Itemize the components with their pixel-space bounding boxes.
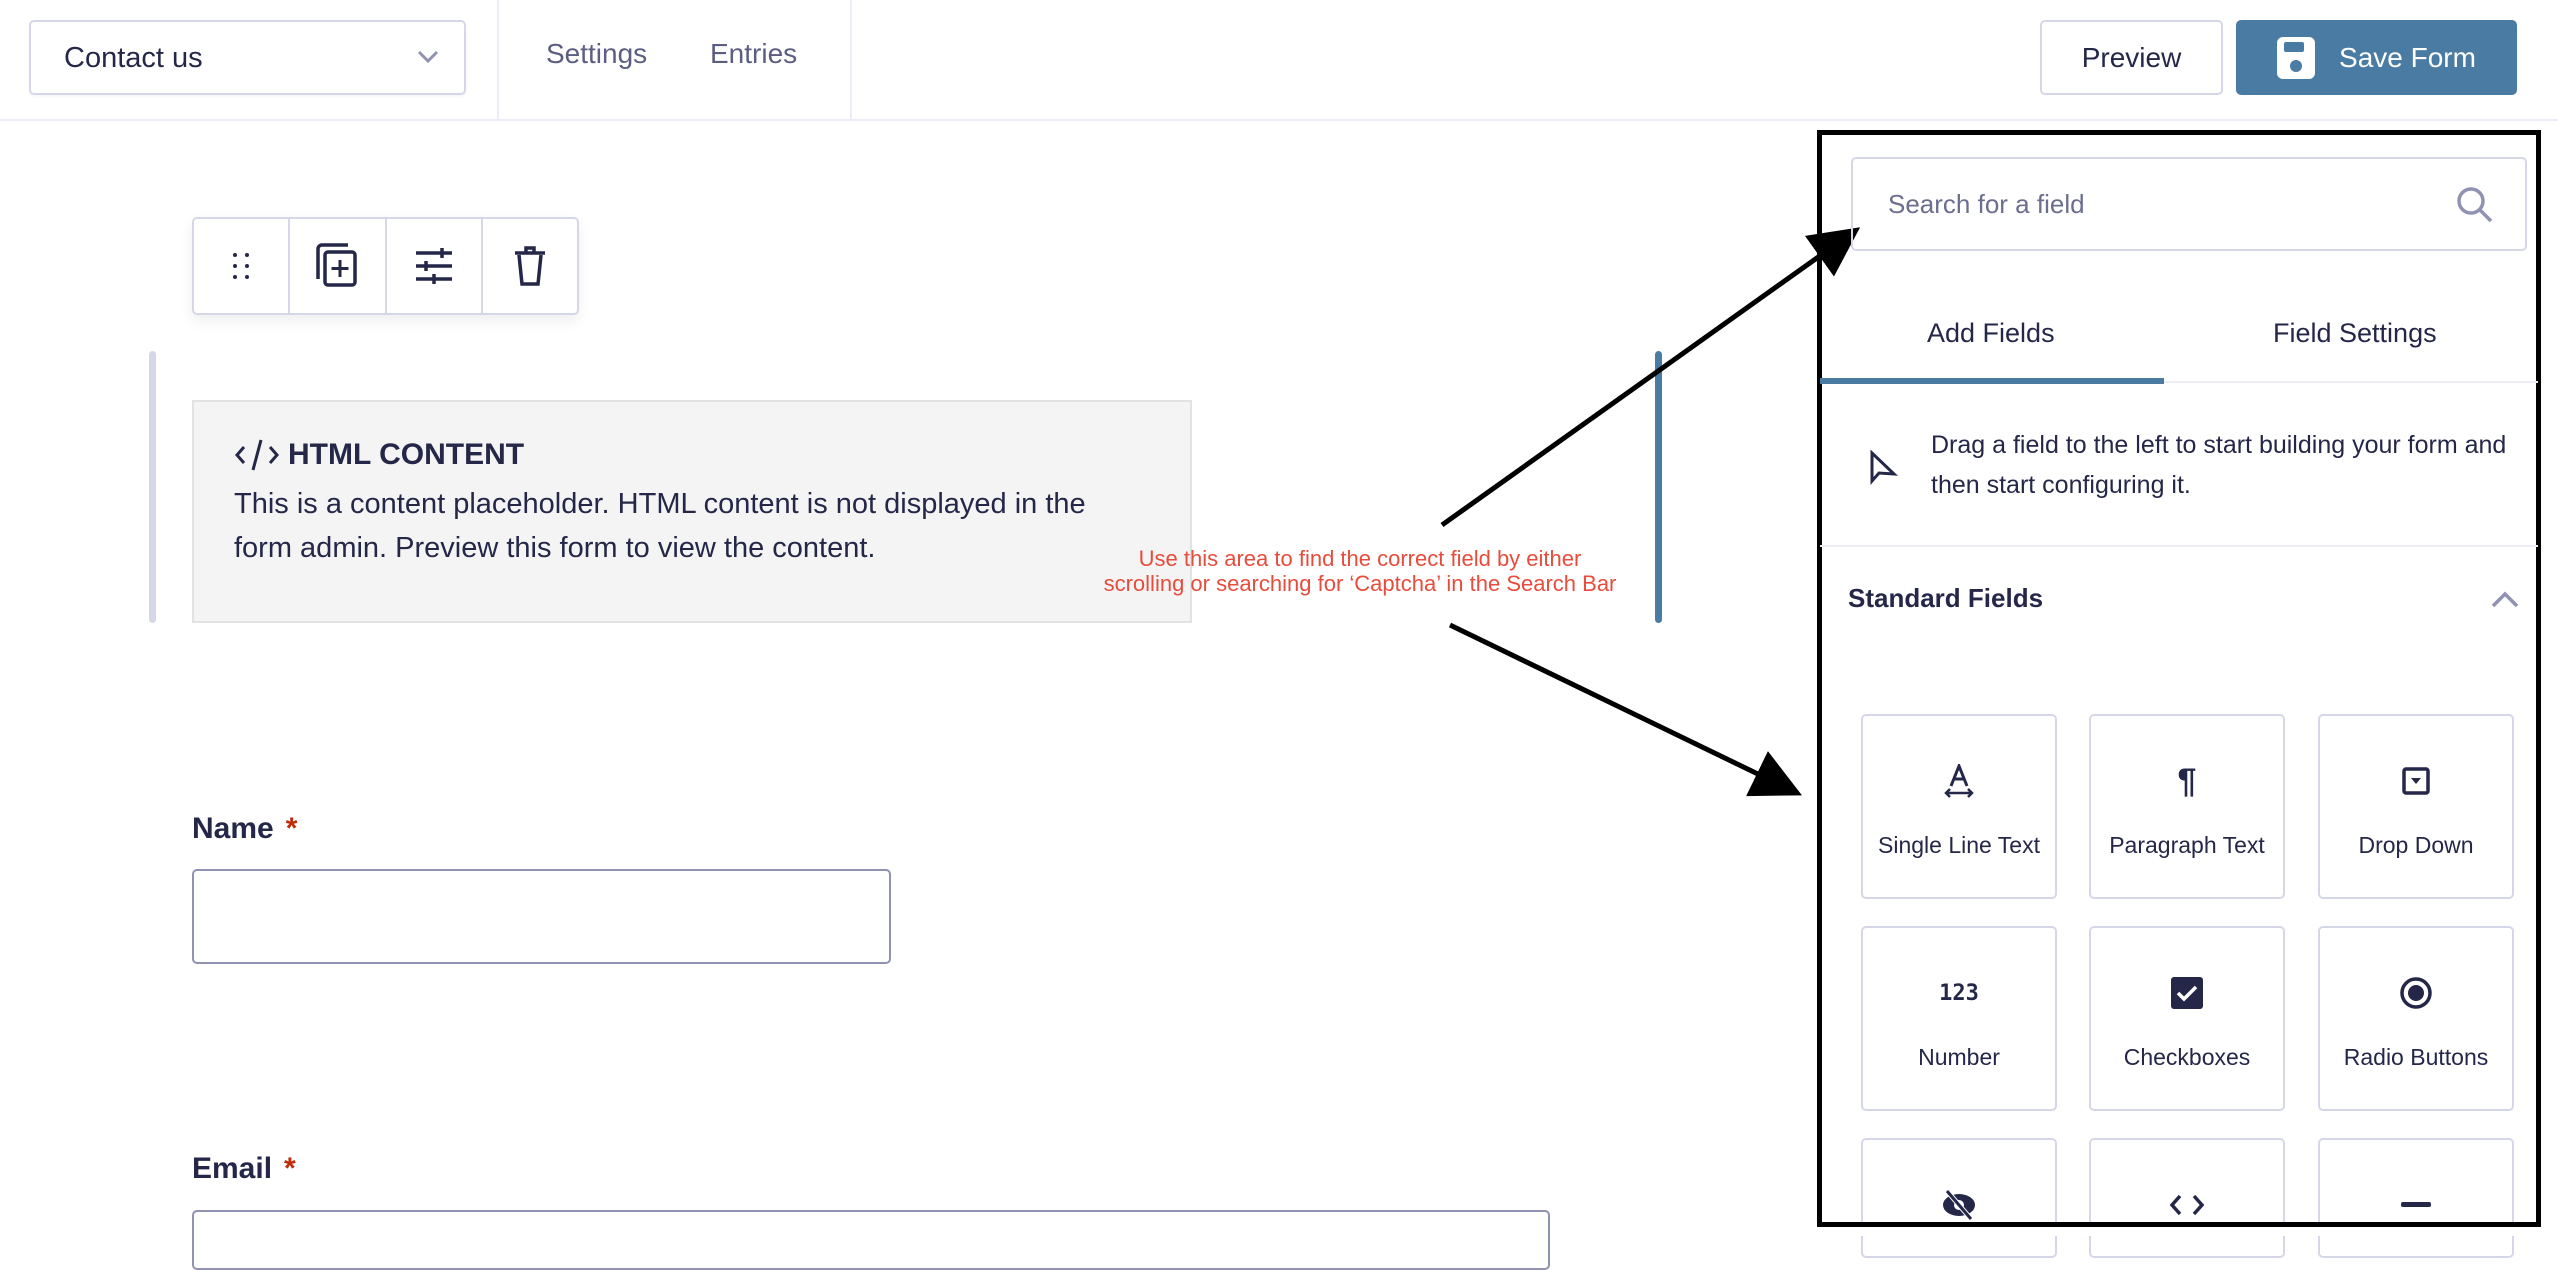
field-left-indicator: [149, 351, 156, 623]
standard-fields-title: Standard Fields: [1848, 583, 2044, 613]
field-card-label: Number: [1918, 1044, 2000, 1070]
trash-icon: [514, 246, 545, 286]
tab-add-fields[interactable]: Add Fields: [1927, 318, 2055, 348]
sliders-icon: [415, 248, 452, 284]
preview-label: Preview: [2081, 41, 2182, 73]
duplicate-button[interactable]: [290, 219, 387, 313]
field-card-label: Paragraph Text: [2109, 832, 2265, 858]
field-card-checkboxes[interactable]: Checkboxes: [2089, 926, 2285, 1111]
tab-field-settings[interactable]: Field Settings: [2273, 318, 2437, 348]
dropdown-icon: [2402, 767, 2430, 795]
delete-button[interactable]: [483, 219, 577, 313]
text-icon: [1944, 764, 1974, 798]
pilcrow-icon: ¶: [2177, 761, 2197, 800]
active-tab-indicator: [1820, 378, 2164, 384]
divider-icon: [2401, 1202, 2431, 1207]
name-label-text: Name: [192, 812, 274, 845]
email-label-text: Email: [192, 1152, 273, 1185]
section-divider: [1820, 545, 2538, 547]
nav-settings[interactable]: Settings: [546, 38, 648, 69]
header-divider: [850, 0, 852, 121]
eye-slash-icon: [1943, 1189, 1975, 1221]
nav-entries[interactable]: Entries: [710, 38, 798, 69]
field-card-label: Checkboxes: [2123, 1044, 2251, 1070]
field-card-section[interactable]: [2318, 1138, 2514, 1258]
field-card-single-line-text[interactable]: Single Line Text: [1861, 714, 2057, 899]
radio-icon: [2400, 977, 2432, 1009]
field-card-label: Radio Buttons: [2343, 1044, 2489, 1070]
chevron-down-icon: [417, 50, 439, 64]
save-icon: [2277, 36, 2316, 79]
name-label: Name *: [192, 812, 297, 846]
annotation-arrows: [1440, 227, 1861, 797]
save-form-label: Save Form: [2339, 41, 2476, 73]
field-card-html[interactable]: [2089, 1138, 2285, 1258]
html-content-block[interactable]: HTML CONTENT This is a content placehold…: [192, 400, 1192, 623]
field-card-hidden[interactable]: [1861, 1138, 2057, 1258]
cursor-icon: [1870, 450, 1899, 485]
drag-hint: Drag a field to the left to start buildi…: [1931, 431, 2507, 499]
code-icon: [2170, 1194, 2204, 1216]
search-placeholder: Search for a field: [1888, 189, 2085, 219]
tab-divider: [1820, 381, 2538, 383]
field-card-label: Single Line Text: [1878, 832, 2040, 858]
duplicate-icon: [316, 243, 358, 287]
drag-dots-icon: [233, 253, 250, 279]
html-content-body: This is a content placeholder. HTML cont…: [234, 488, 1086, 564]
field-selected-indicator: [1655, 351, 1662, 623]
field-card-paragraph-text[interactable]: ¶ Paragraph Text: [2089, 714, 2285, 899]
field-settings-button[interactable]: [387, 219, 483, 313]
search-icon: [2457, 187, 2493, 223]
arrow-to-search: [1440, 227, 1861, 528]
save-form-button[interactable]: Save Form: [2236, 20, 2517, 95]
code-icon: [235, 439, 279, 471]
required-mark: *: [285, 812, 298, 845]
html-content-title: HTML CONTENT: [288, 438, 525, 471]
field-card-drop-down[interactable]: Drop Down: [2318, 714, 2514, 899]
field-toolbar: [192, 217, 579, 315]
top-header: [0, 0, 2558, 121]
field-card-label: Drop Down: [2358, 832, 2474, 858]
form-selector-dropdown[interactable]: Contact us: [29, 20, 466, 95]
field-search-input[interactable]: Search for a field: [1851, 157, 2527, 251]
annotation-highlight-bottom: [1817, 1222, 2541, 1227]
email-label: Email *: [192, 1152, 296, 1186]
field-card-radio-buttons[interactable]: Radio Buttons: [2318, 926, 2514, 1111]
form-selector-value: Contact us: [64, 42, 203, 74]
annotation-note: Use this area to find the correct field …: [1103, 546, 1617, 596]
drag-handle[interactable]: [194, 219, 291, 313]
field-card-number[interactable]: 123 Number: [1861, 926, 2057, 1111]
number-icon: 123: [1939, 980, 1979, 1006]
required-mark: *: [284, 1152, 296, 1185]
name-input[interactable]: [192, 869, 891, 964]
checkbox-icon: [2171, 977, 2203, 1009]
arrow-to-fields: [1448, 622, 1803, 797]
preview-button[interactable]: Preview: [2040, 20, 2223, 95]
header-divider: [497, 0, 499, 121]
chevron-up-icon[interactable]: [2490, 590, 2520, 610]
